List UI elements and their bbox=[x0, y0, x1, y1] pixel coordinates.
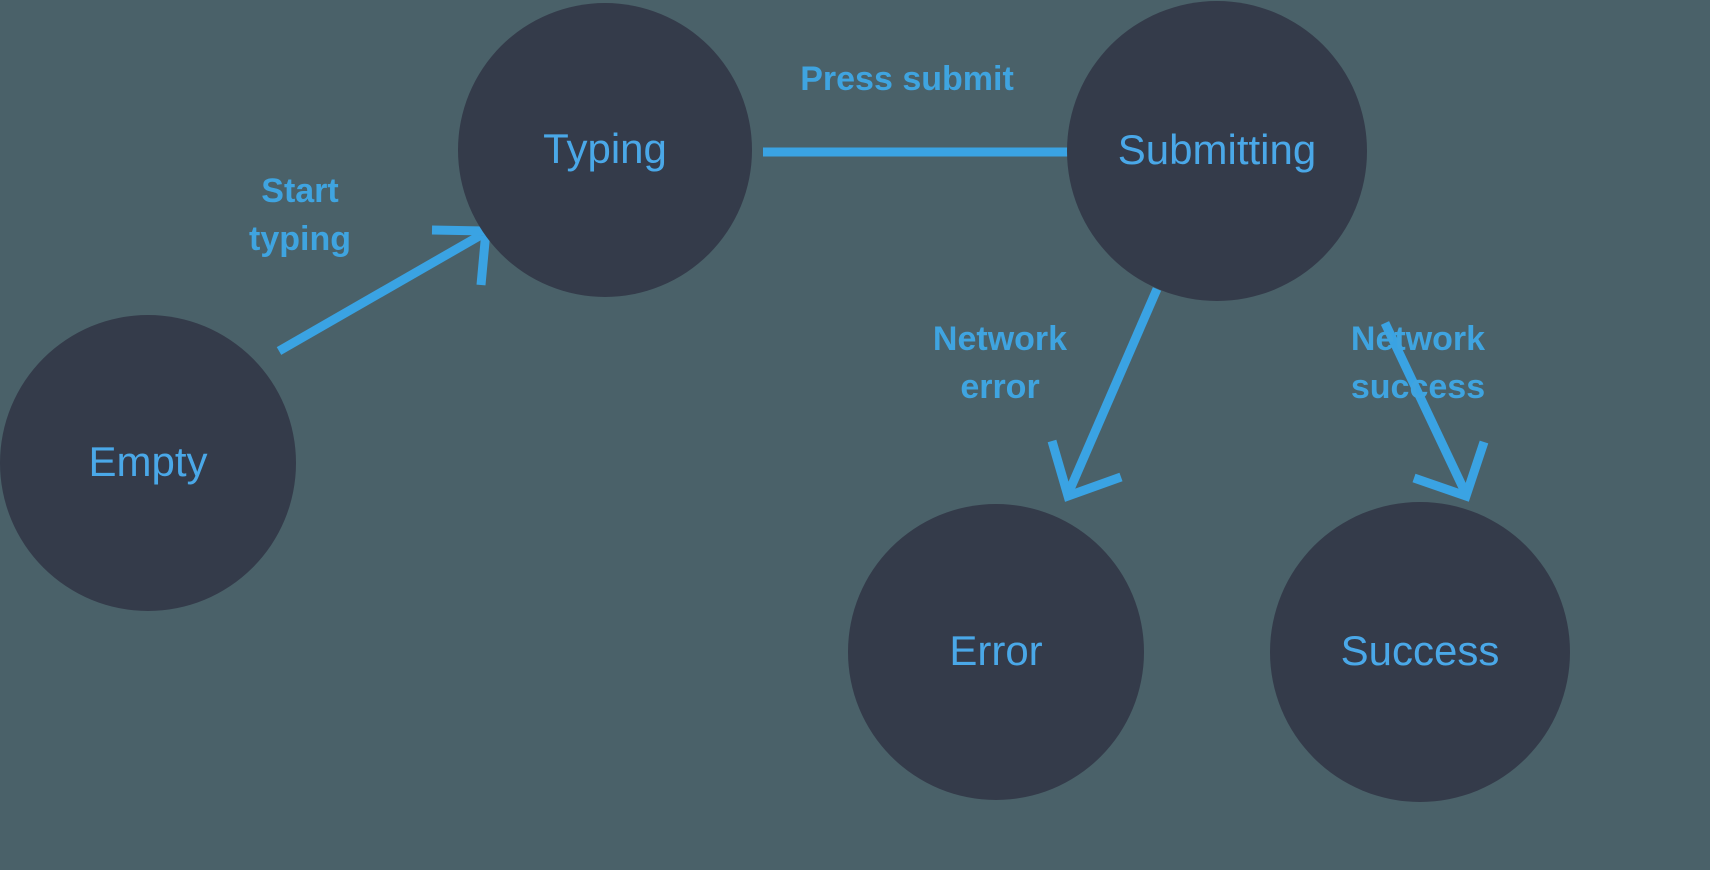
state-node-typing-label: Typing bbox=[543, 125, 667, 172]
state-node-typing-circle[interactable] bbox=[458, 3, 752, 297]
edge-label-press-submit-line-1: Press submit bbox=[800, 60, 1014, 98]
state-node-empty-label: Empty bbox=[88, 438, 207, 485]
edge-network-success bbox=[1380, 321, 1489, 502]
state-node-error[interactable]: Error bbox=[848, 504, 1144, 800]
edge-label-press-submit: Press submit bbox=[800, 60, 1014, 98]
state-node-submitting-circle[interactable] bbox=[1067, 1, 1367, 301]
state-node-error-circle[interactable] bbox=[848, 504, 1144, 800]
edge-label-network-error: Network error bbox=[933, 320, 1067, 406]
edge-label-network-error-line-1: Network bbox=[933, 320, 1067, 358]
state-node-success[interactable]: Success bbox=[1270, 502, 1570, 802]
edge-start-typing-line bbox=[276, 231, 484, 355]
state-node-success-circle[interactable] bbox=[1270, 502, 1570, 802]
edge-label-start-typing-line-1: Start bbox=[261, 172, 338, 210]
state-node-typing[interactable]: Typing bbox=[458, 3, 752, 297]
state-node-error-label: Error bbox=[949, 627, 1042, 674]
edge-network-error-line bbox=[1063, 287, 1162, 496]
edge-label-network-success: Network success bbox=[1351, 320, 1485, 406]
state-node-empty[interactable]: Empty bbox=[0, 315, 296, 611]
edge-network-success-line bbox=[1380, 321, 1471, 496]
edge-network-error-arrowhead bbox=[1047, 439, 1123, 502]
state-node-submitting-label: Submitting bbox=[1118, 126, 1316, 173]
edge-label-start-typing-line-2: typing bbox=[249, 220, 351, 258]
state-node-submitting[interactable]: Submitting bbox=[1067, 1, 1367, 301]
state-node-empty-circle[interactable] bbox=[0, 315, 296, 611]
state-node-success-label: Success bbox=[1341, 627, 1500, 674]
edge-network-success-arrowhead bbox=[1412, 440, 1489, 502]
edge-label-start-typing: Start typing bbox=[249, 172, 351, 258]
edge-network-error bbox=[1047, 287, 1162, 502]
edge-label-network-success-line-1: Network bbox=[1351, 320, 1485, 358]
edge-label-network-error-line-2: error bbox=[960, 368, 1039, 406]
edge-label-network-success-line-2: success bbox=[1351, 368, 1485, 406]
